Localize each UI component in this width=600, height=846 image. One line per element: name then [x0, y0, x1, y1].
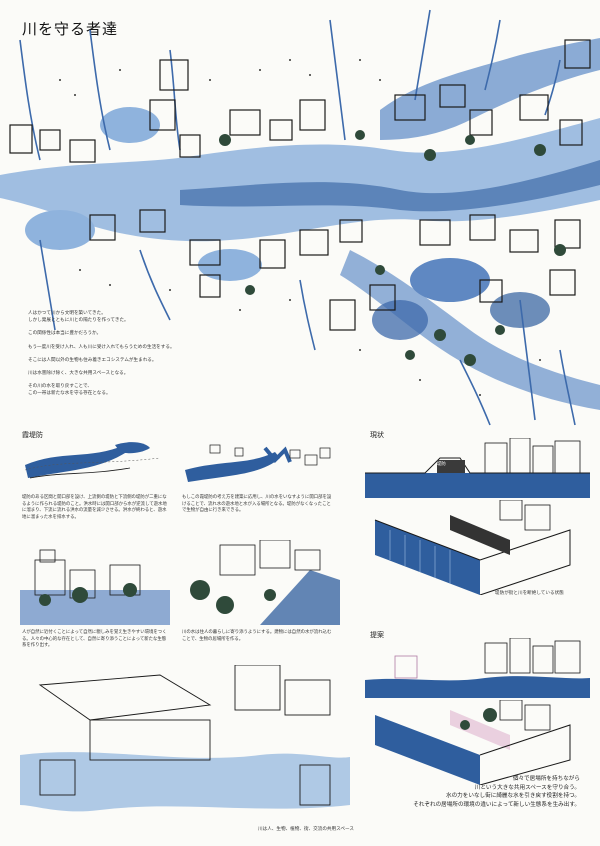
levee-label: 堤防 — [437, 462, 446, 467]
pond — [198, 249, 262, 281]
proposal-heading: 提案 — [370, 631, 384, 639]
pond — [372, 300, 428, 340]
current-caption: 堤防が街と川を断絶している状態 — [495, 591, 564, 596]
pond — [490, 292, 550, 328]
levee-text-left: 堤防のある区間と開口部を設け、上流側の堤防と下流側の堤防が二重になるように作られ… — [22, 495, 167, 520]
mid-text-right: 川の水は住人の暮らしに寄り添うようにする。建物には自然の水が流れ込むことで、生物… — [182, 630, 332, 642]
bottom-caption: 川は人、生物、植物、街、交流の共用スペース — [258, 827, 354, 832]
intro-paragraph: 人はかつて川から文明を築いてきた。 しかし発展とともに川との隔たりを作ってきた。 — [28, 311, 129, 324]
pond — [100, 107, 160, 143]
proposal-text: 個々で居場所を持ちながら 川という大きな共用スペースを守り合う。 水の力をいなし… — [413, 776, 580, 808]
current-section-diagram — [365, 438, 590, 498]
current-perspective — [374, 500, 571, 595]
lower-branch — [340, 250, 600, 410]
pond — [25, 210, 95, 250]
dot-texture — [59, 59, 541, 396]
pond — [410, 258, 490, 302]
levee-diagram-left — [24, 442, 161, 479]
bottom-perspective-sketch — [20, 665, 350, 812]
sketch-right — [190, 540, 340, 625]
levee-heading: 霞堤防 — [22, 431, 43, 439]
buildings — [9, 39, 591, 331]
upper-branch — [380, 38, 600, 140]
current-heading: 現状 — [370, 431, 384, 439]
streams — [19, 9, 576, 426]
intro-paragraph: 川は水害除け除く、大きな共用スペースとなる。 — [28, 371, 129, 377]
page-title: 川を守る者達 — [22, 20, 119, 38]
levee-text-right: もしこの霞堤防の考え方を建築に応用し、川の水をいなすように開口部を設けることで、… — [182, 495, 332, 514]
proposal-section-diagram — [365, 638, 590, 698]
intro-paragraph: そこには人間以外の生物も住み着きエコシステムが生まれる。 — [28, 357, 157, 363]
site-plan-map — [0, 9, 600, 426]
proposal-perspective — [375, 700, 571, 785]
intro-paragraph: もう一度川を受け入れ、人も川に受け入れてもらうための生活をする。 — [28, 344, 175, 350]
main-river-dark — [180, 160, 600, 212]
intro-text: 人はかつて川から文明を築いてきた。 しかし発展とともに川との隔たりを作ってきた。… — [28, 310, 328, 404]
sketch-left — [20, 549, 170, 625]
trees — [219, 130, 566, 366]
levee-diagram-right — [185, 444, 331, 482]
intro-paragraph: この関係性は本当に豊かだろうか。 — [28, 331, 102, 337]
intro-paragraph: その川の水を取り戻すことで、 この一帯は新たな水を守る存在となる。 — [28, 384, 111, 397]
mid-text-left: 人が自然に近付くことによって自然に親しみを覚え生きやすい環境をつくる。人々の中心… — [22, 630, 167, 649]
